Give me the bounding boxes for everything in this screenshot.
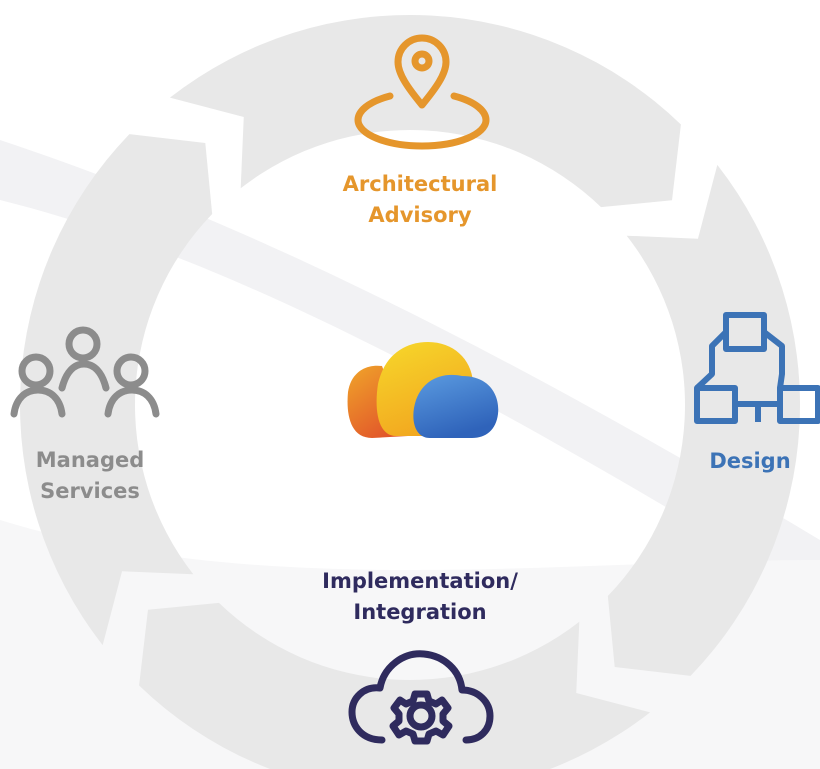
stage-label-implementation-integration: Implementation/ Integration [260, 566, 580, 628]
cloud-gear-icon [348, 650, 494, 745]
cycle-ring [20, 14, 801, 769]
implementation-line1: Implementation/ [322, 569, 518, 593]
stage-label-design: Design [690, 446, 810, 477]
implementation-line2: Integration [353, 600, 487, 624]
cloud-logo-icon [347, 342, 499, 438]
ring-segment-top [169, 14, 681, 208]
advisory-line2: Advisory [368, 203, 472, 227]
managed-line1: Managed [35, 448, 145, 472]
advisory-line1: Architectural [342, 172, 498, 196]
location-pin-icon [354, 34, 490, 150]
stage-label-architectural-advisory: Architectural Advisory [270, 169, 570, 231]
design-line1: Design [709, 449, 791, 473]
stage-label-managed-services: Managed Services [0, 445, 180, 507]
managed-line2: Services [40, 479, 140, 503]
ring-segment-left [20, 134, 213, 646]
team-people-icon [10, 326, 160, 418]
ring-segment-bottom [139, 602, 651, 769]
hierarchy-blocks-icon [694, 312, 820, 424]
